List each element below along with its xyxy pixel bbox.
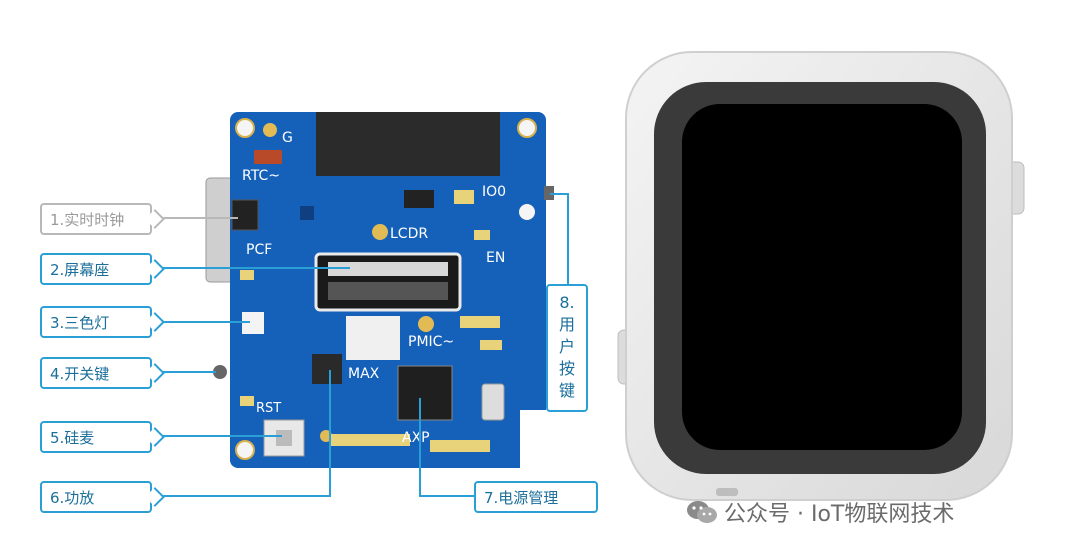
callout-power-switch: 4.开关键	[40, 357, 165, 389]
pcb-label-lcdr: LCDR	[390, 226, 428, 242]
callout-user-button-line: 8.	[559, 293, 575, 312]
callout-user-button-line: 按	[558, 359, 575, 378]
callout-user-button-line: 户	[558, 337, 575, 356]
pcb-label-g: G	[282, 130, 293, 146]
smartwatch	[617, 51, 1025, 501]
pcb-label-io0: IO0	[482, 184, 506, 200]
callout-amplifier: 6.功放	[40, 481, 165, 513]
pcb-label-rst: RST	[256, 401, 281, 416]
pcb-label-pmic: PMIC~	[408, 334, 454, 350]
callout-silicon-mic-label: 5.硅麦	[50, 428, 95, 447]
callout-rtc: 1.实时时钟	[40, 203, 165, 235]
pcb-label-rtc: RTC~	[242, 168, 280, 184]
watermark: 公众号 · IoT物联网技术	[686, 496, 954, 528]
pcb-label-pcf: PCF	[246, 242, 272, 258]
callout-user-button-line: 用	[558, 315, 575, 334]
callout-rgb-led: 3.三色灯	[40, 306, 165, 338]
pcb-board	[205, 112, 554, 468]
callout-amplifier-label: 6.功放	[50, 488, 95, 507]
callout-screen-connector-label: 2.屏幕座	[50, 260, 110, 279]
callout-power-switch-label: 4.开关键	[50, 364, 110, 383]
callout-silicon-mic: 5.硅麦	[40, 421, 165, 453]
callout-rgb-led-label: 3.三色灯	[50, 313, 110, 332]
callout-user-button-line: 键	[558, 381, 575, 400]
callout-power-management: 7.电源管理	[474, 481, 598, 513]
pcb-label-max: MAX	[348, 366, 380, 382]
pcb-label-en: EN	[486, 250, 505, 266]
wechat-icon	[687, 501, 717, 523]
watermark-text: 公众号 · IoT物联网技术	[724, 502, 955, 527]
pcb-label-axp: AXP	[402, 430, 430, 446]
callout-power-management-label: 7.电源管理	[484, 488, 559, 507]
callout-screen-connector: 2.屏幕座	[40, 253, 165, 285]
callout-rtc-label: 1.实时时钟	[50, 210, 125, 229]
callout-user-button: 8. 用 户 按 键	[546, 284, 588, 412]
